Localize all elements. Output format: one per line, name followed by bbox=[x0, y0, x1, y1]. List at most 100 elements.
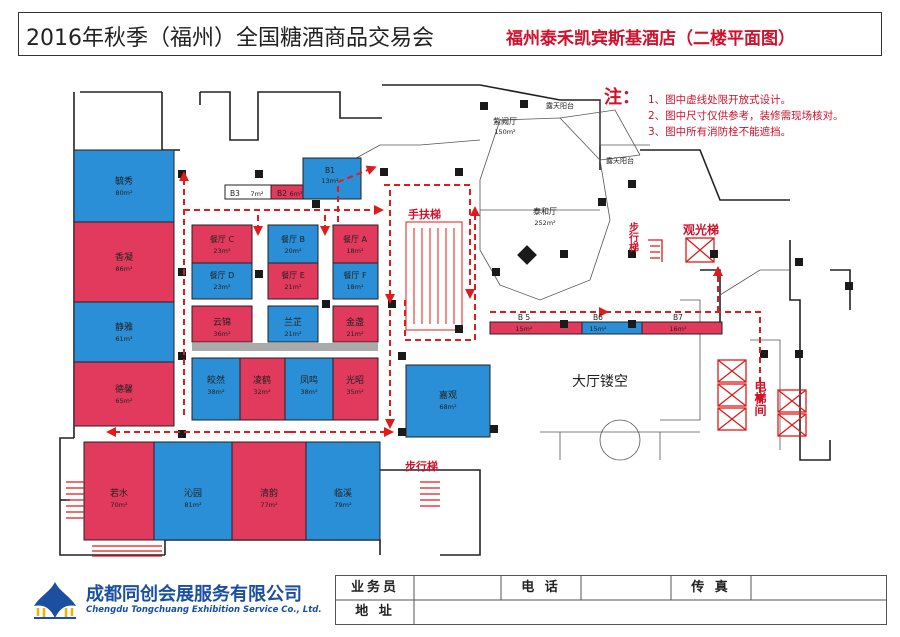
room-lanzhi[interactable] bbox=[267, 305, 319, 343]
escalator-drawing bbox=[405, 221, 463, 331]
room-cantingd-name: 餐厅 D bbox=[210, 271, 235, 280]
room-linghe-name: 凌鹤 bbox=[253, 374, 271, 386]
room-b7[interactable] bbox=[641, 321, 723, 335]
room-ruoshui-area: 70m² bbox=[110, 501, 128, 509]
room-cantingc-name: 餐厅 C bbox=[210, 235, 235, 244]
room-xiangning-area: 86m² bbox=[115, 265, 133, 273]
room-b1-area: 13m² bbox=[321, 177, 339, 185]
room-fengming-area: 38m² bbox=[300, 388, 318, 396]
facility-labels: 手扶梯 观光梯 步行梯 步行梯 电梯间 bbox=[405, 207, 767, 473]
room-fengming-name: 凤鸣 bbox=[300, 374, 318, 386]
room-cantingf[interactable] bbox=[332, 262, 379, 300]
space-balcony-2: 露天阳台 bbox=[606, 156, 634, 165]
elevator-hall-label: 电梯间 bbox=[753, 379, 767, 417]
room-jingya-name: 静雅 bbox=[115, 321, 133, 333]
room-yuxiu-name: 毓秀 bbox=[115, 175, 133, 187]
grey-divider bbox=[192, 343, 378, 351]
room-qingyun-area: 77m² bbox=[260, 501, 278, 509]
space-ziyuting-name: 紫阙厅 bbox=[493, 117, 517, 126]
room-cantingb[interactable] bbox=[267, 224, 319, 264]
room-yunjin-area: 36m² bbox=[213, 330, 231, 338]
room-b7-name: B7 bbox=[673, 313, 683, 322]
room-linxi[interactable] bbox=[305, 441, 381, 541]
room-b7-area: 16m² bbox=[669, 325, 687, 333]
room-cantinga-area: 18m² bbox=[346, 247, 364, 255]
room-cantingc[interactable] bbox=[191, 224, 253, 264]
space-ziyuting-area: 150m² bbox=[494, 128, 516, 136]
room-yunjin-name: 云锦 bbox=[213, 316, 231, 328]
address-label: 地 址 bbox=[355, 604, 395, 619]
room-yunjin[interactable] bbox=[191, 305, 253, 343]
room-guangzhao[interactable] bbox=[332, 357, 379, 421]
room-linxi-name: 临溪 bbox=[334, 487, 352, 499]
note-item: 3、图中所有消防栓不能遮挡。 bbox=[648, 126, 792, 138]
room-jingya-area: 61m² bbox=[115, 335, 133, 343]
room-dexin-area: 65m² bbox=[115, 397, 133, 405]
room-xiangning-name: 香凝 bbox=[115, 252, 133, 263]
room-cantinge-area: 21m² bbox=[284, 283, 302, 291]
escalator-label: 手扶梯 bbox=[408, 207, 441, 221]
company-name-en: Chengdu Tongchuang Exhibition Service Co… bbox=[86, 605, 322, 615]
room-guangyuan[interactable] bbox=[153, 441, 233, 541]
room-cantingb-area: 20m² bbox=[284, 247, 302, 255]
room-cantinga-name: 餐厅 A bbox=[343, 235, 368, 244]
contact-info-table: 业务员 电 话 传 真 地 址 bbox=[335, 575, 887, 625]
room-fengming[interactable] bbox=[284, 357, 334, 421]
room-linghe[interactable] bbox=[239, 357, 286, 421]
space-balcony-1: 露天阳台 bbox=[546, 101, 574, 110]
phone-label: 电 话 bbox=[521, 580, 561, 595]
room-guangzhao-area: 35m² bbox=[346, 388, 364, 396]
circulation-arrows bbox=[106, 165, 765, 437]
room-ruoshui-name: 若水 bbox=[110, 487, 128, 499]
room-b5-area: 15m² bbox=[515, 325, 533, 333]
room-yuguan-name: 嘉观 bbox=[439, 389, 457, 401]
room-yuxiu[interactable] bbox=[73, 149, 175, 223]
room-b1-name: B1 bbox=[325, 166, 335, 175]
space-taiheting-area: 252m² bbox=[534, 219, 556, 227]
room-qingyun-name: 清韵 bbox=[260, 487, 278, 499]
hall-label: 大厅镂空 bbox=[572, 374, 628, 390]
room-cantinga[interactable] bbox=[332, 224, 379, 264]
company-logo-icon bbox=[34, 582, 76, 619]
room-xiangning[interactable] bbox=[73, 221, 175, 303]
room-cantingf-name: 餐厅 F bbox=[343, 271, 367, 280]
room-cantingc-area: 23m² bbox=[213, 247, 231, 255]
room-lanzhi-area: 21m² bbox=[284, 330, 302, 338]
room-b3-name: B3 bbox=[230, 189, 240, 198]
room-dexin[interactable] bbox=[73, 361, 175, 427]
elevator-hall-drawing bbox=[717, 359, 807, 437]
page-subtitle: 福州泰禾凯宾斯基酒店（二楼平面图） bbox=[506, 29, 795, 49]
salesperson-label: 业务员 bbox=[350, 580, 399, 595]
columns bbox=[178, 100, 853, 438]
room-b2-name: B2 bbox=[277, 189, 287, 198]
room-b1[interactable] bbox=[302, 157, 362, 200]
room-cantingb-name: 餐厅 B bbox=[281, 235, 305, 244]
room-jiaoran[interactable] bbox=[191, 357, 241, 421]
room-cantingd[interactable] bbox=[191, 262, 253, 300]
room-jinzhan-name: 金盏 bbox=[346, 316, 364, 328]
room-cantinge-name: 餐厅 E bbox=[281, 271, 305, 280]
room-b5[interactable] bbox=[489, 321, 583, 335]
company-name-cn: 成都同创会展服务有限公司 bbox=[86, 584, 302, 605]
note-item: 1、图中虚线处限开放式设计。 bbox=[648, 94, 792, 106]
notes-label: 注： bbox=[604, 87, 640, 108]
room-cantinge[interactable] bbox=[267, 262, 319, 300]
room-labels: 毓秀 80m² 香凝 86m² 静雅 61m² 德馨 65m² B3 7m² B… bbox=[110, 101, 687, 509]
room-yuguan[interactable] bbox=[405, 364, 491, 438]
room-guangzhao-name: 光昭 bbox=[346, 374, 364, 386]
room-linxi-area: 79m² bbox=[334, 501, 352, 509]
room-linghe-area: 32m² bbox=[253, 388, 271, 396]
room-jinzhan[interactable] bbox=[332, 305, 379, 343]
room-cantingf-area: 18m² bbox=[346, 283, 364, 291]
room-ruoshui[interactable] bbox=[83, 441, 155, 541]
room-cantingd-area: 23m² bbox=[213, 283, 231, 291]
room-b6-area: 15m² bbox=[589, 325, 607, 333]
room-dexin-name: 德馨 bbox=[115, 383, 133, 395]
room-guangyuan-area: 81m² bbox=[184, 501, 202, 509]
room-b6-name: B6 bbox=[593, 313, 603, 322]
room-b2-area: 6m² bbox=[289, 190, 302, 198]
room-guangyuan-name: 沁园 bbox=[184, 488, 202, 499]
contact-grid bbox=[336, 576, 886, 624]
sightseeing-elevator-label: 观光梯 bbox=[683, 222, 719, 237]
room-lanzhi-name: 兰芷 bbox=[284, 316, 302, 328]
